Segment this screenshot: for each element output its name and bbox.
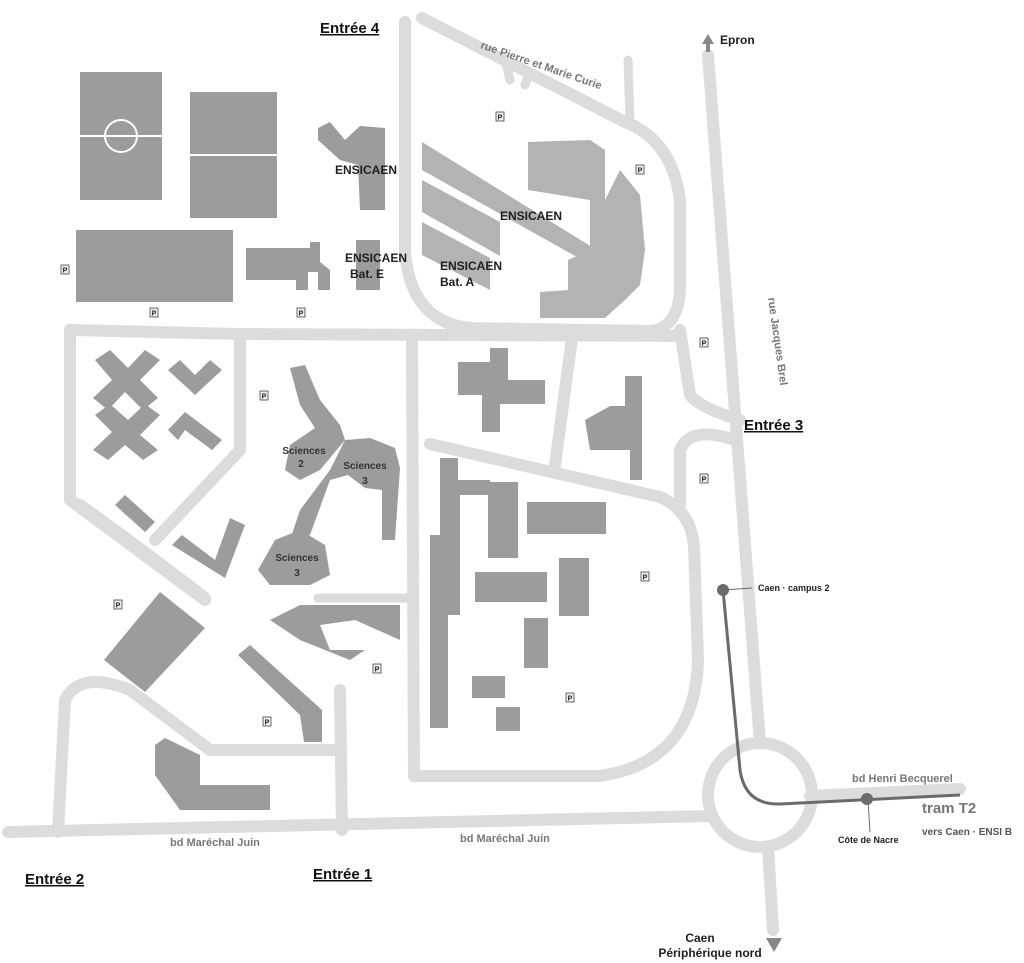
building-ensicaen-a-1 <box>422 142 605 270</box>
road-bd-henri-becquerel <box>804 783 966 802</box>
parking-icon: P <box>116 603 121 610</box>
parking-icon: P <box>568 696 573 703</box>
building-ensicaen-main <box>528 140 645 318</box>
parking-icon: P <box>638 168 643 175</box>
street-jacques-brel: rue Jacques Brel <box>765 297 789 386</box>
tram-stop-cote-de-nacre[interactable] <box>861 793 873 805</box>
building-ensicaen-west <box>246 242 330 290</box>
building-block-5 <box>524 618 548 668</box>
building-v2 <box>168 412 222 450</box>
label-sciences-2-num: 2 <box>298 459 304 470</box>
sports-hall <box>76 230 233 302</box>
building-sciences-3b <box>258 530 330 585</box>
building-ensicaen-e <box>356 240 380 290</box>
building-small-1 <box>115 495 155 532</box>
parking-icon: P <box>643 575 648 582</box>
label-ensicaen-north: ENSICAEN <box>335 163 397 177</box>
tram-stop-campus-2[interactable] <box>717 584 729 596</box>
tram-direction-label: vers Caen · ENSI B <box>922 827 1012 838</box>
tram-stop-label-cote: Côte de Nacre <box>838 835 899 845</box>
building-ensicaen-a-2 <box>422 180 500 256</box>
building-block-4 <box>559 558 589 616</box>
road-central-ns <box>406 330 420 782</box>
road-north-stub <box>623 55 635 127</box>
roundabout <box>702 737 818 853</box>
label-sciences-2: Sciences <box>282 446 326 457</box>
building-block-6 <box>472 676 505 698</box>
road-west-inner <box>149 328 246 546</box>
parking-icon: P <box>265 720 270 727</box>
building-southwest <box>155 738 270 810</box>
buildings <box>76 72 645 810</box>
street-marechal-juin-2: bd Maréchal Juin <box>460 833 550 845</box>
building-crescent <box>270 605 400 660</box>
building-long <box>430 458 490 728</box>
direction-peripherique: Périphérique nord <box>658 946 761 960</box>
entrance-2: Entrée 2 <box>25 871 84 888</box>
label-sciences-3b: Sciences <box>275 553 319 564</box>
label-sciences-3a-num: 3 <box>362 476 368 487</box>
entrance-3: Entrée 3 <box>744 417 803 434</box>
building-x2 <box>93 404 160 460</box>
arrow-down-icon <box>766 938 782 952</box>
parking-icon: P <box>702 341 707 348</box>
building-2 <box>585 376 642 480</box>
parking-icon: P <box>299 311 304 318</box>
building-ensicaen-a-3 <box>422 222 490 290</box>
road-south-exit <box>762 841 779 936</box>
road-entree-1 <box>334 684 348 836</box>
parking-icon: P <box>375 667 380 674</box>
building-l <box>172 518 245 578</box>
road-east-link <box>549 332 578 471</box>
parking-icon: P <box>63 268 68 275</box>
tram-line: Caen · campus 2 Côte de Nacre tram T2 ve… <box>717 583 1012 845</box>
building-x1 <box>93 350 160 410</box>
building-diag-block <box>104 592 205 692</box>
road-sw-loop <box>52 676 341 838</box>
parking-icon: P <box>152 311 157 318</box>
label-sciences-3b-num: 3 <box>294 568 300 579</box>
parking-icon: P <box>702 477 707 484</box>
building-block-7 <box>496 707 520 731</box>
direction-epron: Epron <box>720 33 755 47</box>
arrow-up-icon <box>702 34 714 44</box>
building-south-bar <box>238 645 322 742</box>
road-central-east-west <box>64 324 686 342</box>
roads <box>2 12 966 936</box>
building-sciences-3a <box>290 438 400 540</box>
label-ensicaen-main: ENSICAEN <box>500 209 562 223</box>
entrance-1: Entrée 1 <box>313 866 372 883</box>
label-bat-e: Bat. E <box>350 267 384 281</box>
road-entree-3-loop <box>674 324 746 511</box>
road-bd-marechal-juin <box>2 810 716 838</box>
label-sciences-3a: Sciences <box>343 461 387 472</box>
street-marechal-juin-1: bd Maréchal Juin <box>170 837 260 849</box>
building-block-1 <box>488 482 518 558</box>
building-1 <box>458 348 545 432</box>
label-bat-a: Bat. A <box>440 275 475 289</box>
direction-caen: Caen <box>685 931 714 945</box>
parking-icon: P <box>262 394 267 401</box>
tram-stop-label-campus: Caen · campus 2 <box>758 583 830 593</box>
building-block-3 <box>475 572 547 602</box>
tram-line-label: tram T2 <box>922 800 976 817</box>
label-ensicaen-a: ENSICAEN <box>440 259 502 273</box>
building-ensicaen-north <box>318 122 385 210</box>
building-block-2 <box>527 502 606 534</box>
parking-markers: P P P P P P P P P P P P P <box>60 111 709 727</box>
label-ensicaen-e: ENSICAEN <box>345 251 407 265</box>
street-henri-becquerel: bd Henri Becquerel <box>852 773 953 785</box>
road-rue-jacques-brel <box>702 49 766 749</box>
road-west-diag <box>74 499 211 604</box>
building-v1 <box>168 360 222 395</box>
building-sciences-2 <box>285 365 345 480</box>
parking-icon: P <box>498 115 503 122</box>
entrance-4: Entrée 4 <box>320 20 380 37</box>
road-gate <box>500 55 535 90</box>
road-rue-pierre-curie <box>399 12 686 337</box>
